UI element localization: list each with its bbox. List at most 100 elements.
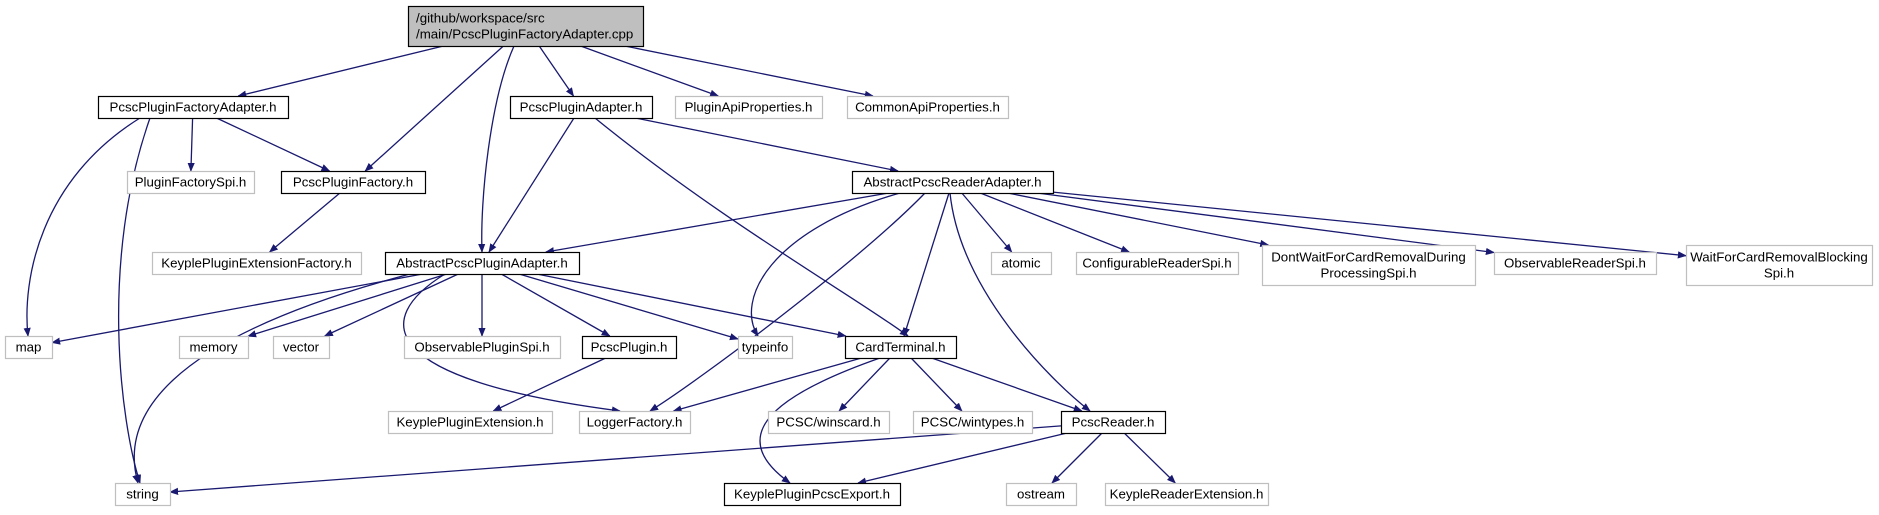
node-box	[387, 410, 554, 435]
node-label: CardTerminal.h	[855, 340, 945, 355]
node-memory: memory	[178, 335, 250, 360]
node-box	[509, 95, 654, 120]
node-box	[1493, 251, 1658, 276]
node-typeinfo: typeinfo	[737, 335, 794, 360]
node-box	[272, 335, 331, 360]
edge-apra_h-to-ct_h	[902, 192, 950, 337]
node-label: PcscPluginAdapter.h	[520, 100, 643, 115]
node-pr_h[interactable]: PcscReader.h	[1060, 410, 1167, 435]
node-map: map	[4, 335, 54, 360]
edge-pf_h-to-kpef	[268, 192, 341, 253]
node-box	[581, 335, 678, 360]
node-box	[114, 482, 172, 507]
node-wintypes: PCSC/wintypes.h	[912, 410, 1034, 435]
edge-pfa_h-to-pf_h	[216, 117, 331, 172]
edge-appa_h-to-pp_h	[500, 273, 611, 337]
node-kpe: KeyplePluginExtension.h	[387, 410, 554, 435]
node-label: ProcessingSpi.h	[1320, 266, 1416, 281]
node-label: PcscPluginFactory.h	[293, 175, 413, 190]
node-box	[178, 335, 250, 360]
edges-layer	[23, 45, 1687, 495]
node-box	[280, 170, 427, 195]
node-opspi: ObservablePluginSpi.h	[403, 335, 562, 360]
edge-root-to-appa_h	[478, 45, 515, 253]
node-label: KeyplePluginExtension.h	[396, 415, 543, 430]
node-winscard: PCSC/winscard.h	[767, 410, 891, 435]
node-label: KeyplePluginPcscExport.h	[734, 487, 890, 502]
edge-pr_h-to-kre	[1123, 432, 1176, 484]
node-label: LoggerFactory.h	[587, 415, 683, 430]
node-box	[1060, 410, 1167, 435]
node-box	[846, 95, 1010, 120]
edge-pp_h-to-kpe	[492, 357, 606, 412]
node-label: PCSC/winscard.h	[776, 415, 880, 430]
edge-pr_h-to-ostream	[1051, 432, 1103, 484]
edge-root-to-pa_h	[538, 45, 575, 97]
node-label: /github/workspace/src	[416, 11, 545, 26]
node-box	[1005, 482, 1078, 507]
node-label: PCSC/wintypes.h	[921, 415, 1024, 430]
node-box	[674, 95, 824, 120]
node-atomic: atomic	[990, 251, 1053, 276]
node-kpef: KeyplePluginExtensionFactory.h	[151, 251, 363, 276]
node-label: map	[16, 340, 42, 355]
node-box	[97, 95, 290, 120]
nodes-layer: /github/workspace/src/main/PcscPluginFac…	[4, 5, 1874, 507]
node-label: ostream	[1017, 487, 1065, 502]
node-box	[407, 5, 645, 48]
node-kppe_h[interactable]: KeyplePluginPcscExport.h	[723, 482, 902, 507]
node-box	[1104, 482, 1270, 507]
node-label: PcscPlugin.h	[591, 340, 668, 355]
node-box	[767, 410, 891, 435]
node-label: WaitForCardRemovalBlocking	[1690, 250, 1868, 265]
node-pfa_h[interactable]: PcscPluginFactoryAdapter.h	[97, 95, 290, 120]
node-label: atomic	[1001, 256, 1041, 271]
edge-apra_h-to-crspi	[980, 192, 1131, 253]
node-label: AbstractPcscPluginAdapter.h	[396, 256, 567, 271]
edge-ct_h-to-wintypes	[910, 357, 963, 412]
node-pf_h[interactable]: PcscPluginFactory.h	[280, 170, 427, 195]
node-papi: PluginApiProperties.h	[674, 95, 824, 120]
node-box	[844, 335, 958, 360]
edge-pr_h-to-string	[169, 425, 1062, 495]
edge-root-to-capi	[624, 45, 874, 98]
node-label: string	[126, 487, 159, 502]
edge-appa_h-to-typeinfo	[518, 273, 739, 341]
node-box	[990, 251, 1053, 276]
node-label: memory	[189, 340, 237, 355]
node-root[interactable]: /github/workspace/src/main/PcscPluginFac…	[407, 5, 645, 48]
node-label: KeyplePluginExtensionFactory.h	[161, 256, 351, 271]
node-box	[384, 251, 581, 276]
edge-pa_h-to-apra_h	[635, 117, 899, 173]
node-pfspi: PluginFactorySpi.h	[126, 170, 256, 195]
edge-ct_h-to-pr_h	[931, 357, 1083, 412]
node-box	[1261, 244, 1477, 287]
node-appa_h[interactable]: AbstractPcscPluginAdapter.h	[384, 251, 581, 276]
node-string: string	[114, 482, 172, 507]
node-ct_h[interactable]: CardTerminal.h	[844, 335, 958, 360]
node-label: ObservableReaderSpi.h	[1504, 256, 1646, 271]
node-box	[851, 170, 1055, 195]
edge-root-to-pfa_h	[237, 45, 444, 98]
node-label: vector	[283, 340, 320, 355]
edge-pfa_h-to-map	[23, 117, 141, 337]
node-apra_h[interactable]: AbstractPcscReaderAdapter.h	[851, 170, 1055, 195]
edge-ct_h-to-winscard	[838, 357, 891, 412]
edge-ct_h-to-lf	[672, 357, 862, 413]
node-ostream: ostream	[1005, 482, 1078, 507]
edge-apra_h-to-typeinfo	[750, 192, 901, 337]
edge-ct_h-to-kppe_h	[759, 357, 881, 484]
node-pp_h[interactable]: PcscPlugin.h	[581, 335, 678, 360]
node-label: AbstractPcscReaderAdapter.h	[863, 175, 1041, 190]
node-pa_h[interactable]: PcscPluginAdapter.h	[509, 95, 654, 120]
edge-apra_h-to-pr_h	[949, 192, 1091, 412]
node-box	[1685, 244, 1874, 287]
edge-apra_h-to-atomic	[961, 192, 1013, 253]
node-label: DontWaitForCardRemovalDuring	[1271, 250, 1466, 265]
node-dwfcr: DontWaitForCardRemovalDuringProcessingSp…	[1261, 244, 1477, 287]
node-kre: KeypleReaderExtension.h	[1104, 482, 1270, 507]
node-capi: CommonApiProperties.h	[846, 95, 1010, 120]
edge-apra_h-to-appa_h	[545, 192, 889, 255]
edge-apra_h-to-lf	[649, 192, 926, 412]
